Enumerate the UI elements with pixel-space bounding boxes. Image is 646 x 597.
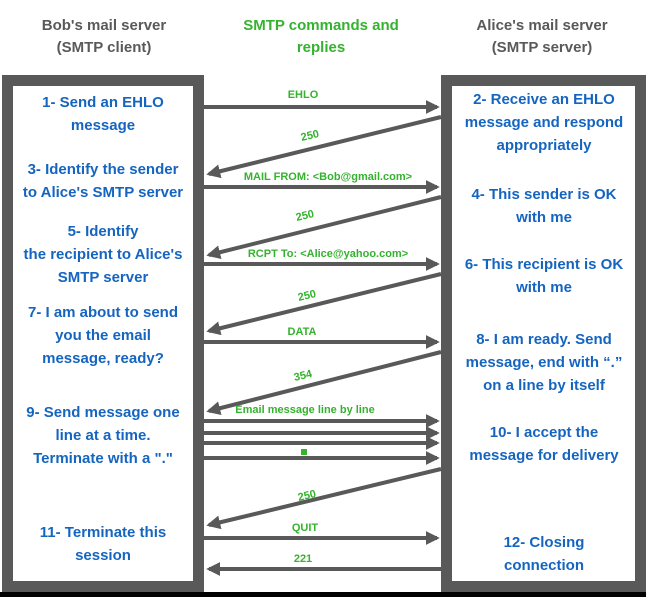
server-header-line2: (SMTP server) [491, 39, 593, 56]
middle-header-line2: replies [296, 39, 346, 56]
client-steps-step-7: 7- I am about to send you the email mess… [27, 304, 178, 367]
server-steps-step-8: 8- I am ready. Send message, end with “.… [465, 331, 623, 394]
middle-header: SMTP commands and replies [218, 15, 424, 59]
server-steps-step-6: 6- This recipient is OK with me [464, 256, 624, 296]
msg-250-3-label: 250 [296, 288, 318, 304]
msg-email-1-label: Email message line by line [235, 404, 375, 416]
msg-terminator-dot [301, 449, 307, 455]
client-header-line1: Bob's mail server [41, 17, 167, 34]
server-header-line1: Alice's mail server [476, 17, 608, 34]
msg-354-label: 354 [292, 368, 314, 384]
msg-250-1-arrow [206, 115, 442, 179]
msg-mail-from-label: MAIL FROM: <Bob@gmail.com> [243, 171, 413, 183]
msg-221-label: 221 [293, 553, 313, 565]
client-steps-step-11: 11- Terminate this session [39, 524, 167, 564]
msg-quit-label: QUIT [291, 522, 319, 534]
msg-250-4-label: 250 [296, 488, 318, 504]
msg-ehlo-label: EHLO [287, 89, 319, 101]
client-steps-step-5: 5- Identify the recipient to Alice's SMT… [23, 223, 183, 286]
msg-250-3-arrow [206, 272, 442, 336]
client-steps-step-3: 3- Identify the sender to Alice's SMTP s… [22, 161, 184, 201]
msg-250-4-arrow [206, 467, 442, 530]
msg-rcpt-to-label: RCPT To: <Alice@yahoo.com> [247, 248, 409, 260]
server-steps-step-12: 12- Closing connection [503, 534, 585, 574]
client-header: Bob's mail server (SMTP client) [0, 15, 208, 59]
client-box [2, 75, 204, 592]
client-steps-step-1: 1- Send an EHLO message [42, 94, 164, 134]
server-steps-step-2: 2- Receive an EHLO message and respond a… [464, 91, 624, 154]
msg-250-2-label: 250 [294, 208, 316, 224]
msg-354-arrow [206, 350, 442, 416]
client-header-line2: (SMTP client) [56, 39, 152, 56]
msg-250-2-arrow [206, 195, 442, 260]
server-steps-step-10: 10- I accept the message for delivery [469, 424, 619, 464]
middle-header-line1: SMTP commands and [243, 17, 399, 34]
msg-250-1-label: 250 [299, 128, 321, 144]
server-header: Alice's mail server (SMTP server) [438, 15, 646, 59]
server-steps-step-4: 4- This sender is OK with me [471, 186, 617, 226]
bottom-bar [0, 592, 646, 597]
msg-data-label: DATA [287, 326, 317, 338]
client-steps-step-9: 9- Send message one line at a time. Term… [26, 404, 180, 467]
server-box [441, 75, 646, 592]
